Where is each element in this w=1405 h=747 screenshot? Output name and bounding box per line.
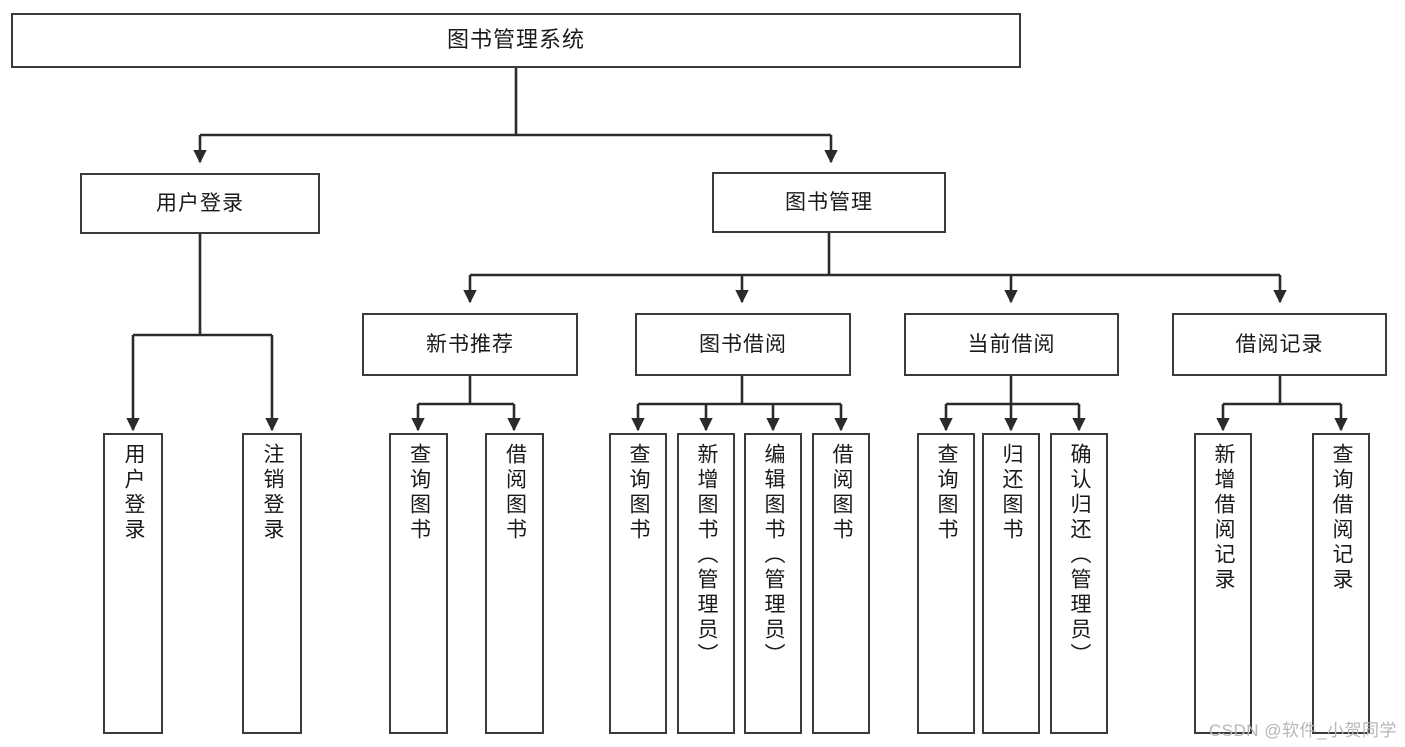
node-leaf-user-login[interactable]: 用户登录: [103, 433, 163, 734]
node-leaf-logout-login-label: 注销登录: [261, 443, 285, 543]
node-leaf-add-record[interactable]: 新增借阅记录: [1194, 433, 1252, 734]
node-leaf-query-record-label: 查询借阅记录: [1330, 443, 1354, 593]
node-leaf-add-book[interactable]: 新增图书（管理员）: [677, 433, 735, 734]
node-borrow-record[interactable]: 借阅记录: [1172, 313, 1387, 376]
node-leaf-confirm-return[interactable]: 确认归还（管理员）: [1050, 433, 1108, 734]
node-leaf-query-book-2-label: 查询图书: [627, 443, 651, 543]
node-leaf-query-record[interactable]: 查询借阅记录: [1312, 433, 1370, 734]
node-borrow-record-label: 借阅记录: [1235, 332, 1324, 356]
node-user-login-label: 用户登录: [156, 191, 244, 215]
node-root-label: 图书管理系统: [446, 27, 585, 53]
node-book-borrow[interactable]: 图书借阅: [635, 313, 851, 376]
node-book-borrow-label: 图书借阅: [699, 332, 787, 356]
node-leaf-add-book-label: 新增图书（管理员）: [695, 443, 719, 668]
node-leaf-borrow-book-2[interactable]: 借阅图书: [812, 433, 870, 734]
node-current-borrow[interactable]: 当前借阅: [904, 313, 1119, 376]
node-new-book-recommend-label: 新书推荐: [426, 332, 514, 356]
node-leaf-borrow-book-1[interactable]: 借阅图书: [485, 433, 544, 734]
node-new-book-recommend[interactable]: 新书推荐: [362, 313, 578, 376]
node-current-borrow-label: 当前借阅: [967, 332, 1056, 356]
node-book-manage-label: 图书管理: [785, 190, 873, 214]
node-leaf-query-book-3[interactable]: 查询图书: [917, 433, 975, 734]
node-leaf-confirm-return-label: 确认归还（管理员）: [1068, 443, 1092, 668]
node-leaf-user-login-label: 用户登录: [122, 443, 146, 543]
node-leaf-borrow-book-1-label: 借阅图书: [503, 443, 527, 543]
node-leaf-return-book[interactable]: 归还图书: [982, 433, 1040, 734]
node-leaf-return-book-label: 归还图书: [1000, 443, 1024, 543]
node-leaf-query-book-1-label: 查询图书: [407, 443, 431, 543]
node-leaf-query-book-1[interactable]: 查询图书: [389, 433, 448, 734]
watermark: CSDN @软件_小贺同学: [1208, 721, 1397, 740]
node-leaf-logout-login[interactable]: 注销登录: [242, 433, 302, 734]
node-leaf-add-record-label: 新增借阅记录: [1212, 443, 1236, 593]
node-leaf-edit-book-label: 编辑图书（管理员）: [762, 443, 786, 668]
node-leaf-borrow-book-2-label: 借阅图书: [830, 443, 854, 543]
node-leaf-query-book-2[interactable]: 查询图书: [609, 433, 667, 734]
node-root[interactable]: 图书管理系统: [11, 13, 1021, 68]
node-user-login[interactable]: 用户登录: [80, 173, 320, 234]
node-leaf-edit-book[interactable]: 编辑图书（管理员）: [744, 433, 802, 734]
node-book-manage[interactable]: 图书管理: [712, 172, 946, 233]
node-leaf-query-book-3-label: 查询图书: [935, 443, 959, 543]
